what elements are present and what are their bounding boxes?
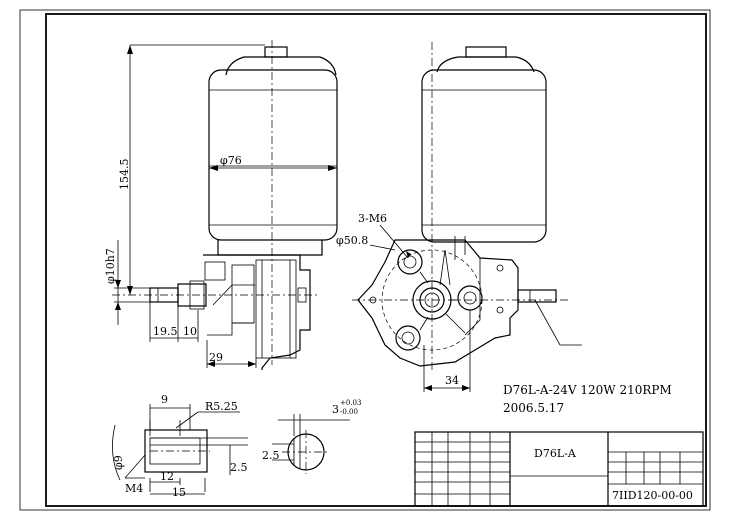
dim-motor-height: 154.5	[118, 159, 131, 191]
front-view-dimensions: 154.5 φ76 φ10h7 19.5 10 29	[104, 44, 337, 368]
shaft-section-dimensions: 3 +0.03 -0.00 2.5	[262, 399, 361, 462]
side-view	[352, 42, 582, 370]
key-detail	[112, 404, 248, 495]
dim-tol-lower: -0.00	[340, 408, 358, 416]
dim-motor-diameter: φ76	[220, 154, 242, 167]
dim-key-dia: φ9	[112, 455, 125, 470]
dim-shaft-length-2: 10	[183, 325, 197, 338]
dim-tol-upper: +0.03	[340, 399, 361, 407]
drawing-frame	[45, 13, 707, 507]
dim-bolt-circle: φ50.8	[336, 234, 368, 247]
date-note: 2006.5.17	[503, 401, 564, 415]
dim-key-length: 12	[160, 470, 174, 483]
front-view	[112, 40, 338, 370]
spec-note: D76L-A-24V 120W 210RPM	[503, 383, 672, 397]
dim-holes: 3-M6	[358, 212, 387, 225]
dim-key-total: 15	[172, 486, 186, 499]
dim-shaft-diameter: φ10h7	[104, 248, 117, 284]
title-block	[414, 431, 704, 507]
dim-shaft-length-1: 19.5	[153, 325, 178, 338]
dim-shaft-offset: 29	[209, 351, 223, 364]
motor-body	[208, 69, 338, 241]
motor-body-side	[421, 69, 547, 243]
shaft-section	[272, 414, 350, 474]
key-detail-dimensions: 9 R5.25 2.5 12 15 M4 φ9	[112, 393, 248, 499]
dim-tol-main: 3	[332, 403, 339, 416]
dim-key-width: 9	[161, 393, 168, 406]
dim-flat-depth: 2.5	[262, 449, 280, 462]
drawing-border	[19, 9, 711, 511]
dim-thread: M4	[125, 482, 143, 495]
side-view-dimensions: 3-M6 φ50.8 34	[336, 212, 471, 392]
dim-side-offset: 34	[445, 374, 459, 387]
dim-key-radius: R5.25	[205, 400, 238, 413]
dim-key-depth: 2.5	[230, 461, 248, 474]
title-model: D76L-A	[534, 447, 577, 460]
title-drawing-no: 7IID120-00-00	[612, 489, 693, 502]
